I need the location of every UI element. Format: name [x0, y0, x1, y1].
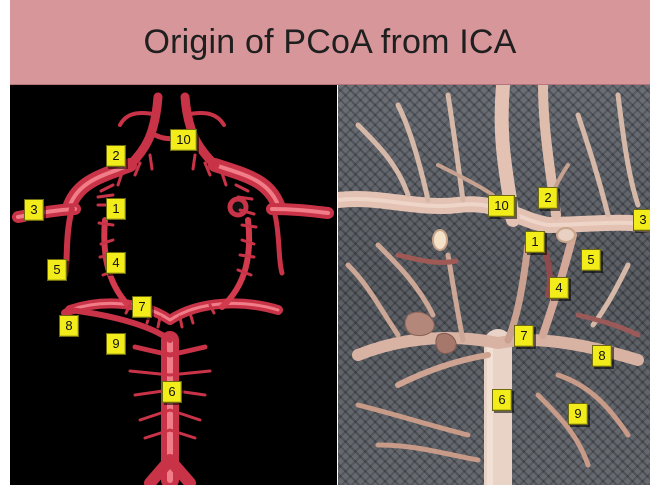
marker-6: 6 [492, 389, 512, 411]
marker-3: 3 [24, 199, 44, 221]
slide-title: Origin of PCoA from ICA [143, 23, 516, 62]
marker-2: 2 [538, 187, 558, 209]
title-banner: Origin of PCoA from ICA [10, 0, 650, 85]
marker-7: 7 [132, 296, 152, 318]
marker-3: 3 [633, 209, 650, 231]
diagram-panel: 1 2 3 4 5 6 7 8 9 10 [10, 85, 337, 485]
marker-8: 8 [59, 315, 79, 337]
specimen-photo [338, 85, 650, 485]
marker-1: 1 [106, 198, 126, 220]
anterior-cerebral-artery [130, 97, 158, 165]
marker-6: 6 [162, 381, 182, 403]
marker-4: 4 [106, 252, 126, 274]
marker-1: 1 [525, 231, 545, 253]
marker-9: 9 [106, 333, 126, 355]
marker-10: 10 [170, 129, 197, 151]
specimen-photo-panel: 10 2 3 1 5 4 7 8 6 9 [338, 85, 650, 485]
marker-10: 10 [488, 195, 515, 217]
marker-8: 8 [592, 345, 612, 367]
marker-5: 5 [47, 259, 67, 281]
marker-5: 5 [581, 249, 601, 271]
marker-4: 4 [549, 277, 569, 299]
marker-9: 9 [568, 403, 588, 425]
marker-7: 7 [514, 325, 534, 347]
marker-2: 2 [106, 145, 126, 167]
